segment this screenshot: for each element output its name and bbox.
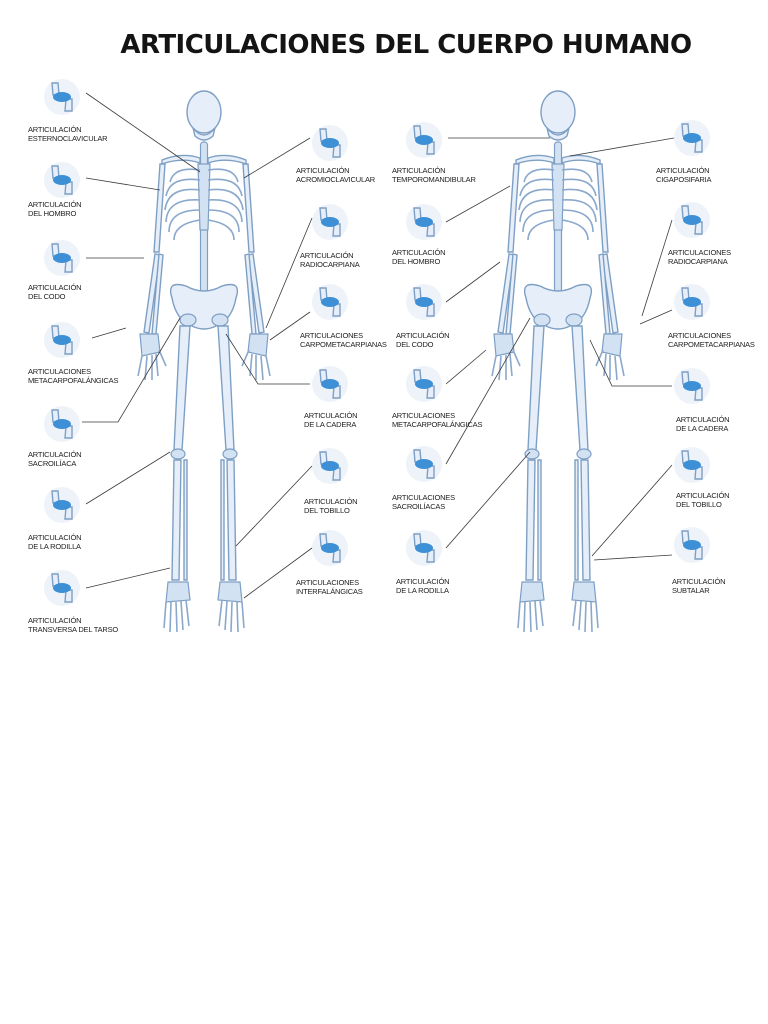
- ankle-joint-icon: [673, 446, 711, 484]
- shoulder-joint-icon: [43, 161, 81, 199]
- sacroiliac-joint-icon: [405, 445, 443, 483]
- leader-lines: [82, 92, 675, 599]
- wrist-joint-icon: [311, 203, 349, 241]
- hip-joint-icon: [311, 365, 349, 403]
- wrist-joint-icon: [673, 201, 711, 239]
- subtalar-joint-icon: [673, 526, 711, 564]
- hip-joint-icon: [673, 367, 711, 405]
- vertebra-joint-icon: [673, 119, 711, 157]
- hand-joints-icon: [311, 283, 349, 321]
- acromioclavicular-joint-icon: [311, 124, 349, 162]
- skull-joint-icon: [405, 121, 443, 159]
- hand-joints-icon: [43, 321, 81, 359]
- shoulder-joint-icon: [405, 203, 443, 241]
- hand-joints-icon: [405, 365, 443, 403]
- knee-joint-icon: [405, 529, 443, 567]
- posterior-skeleton: [491, 90, 625, 633]
- foot-joint-icon: [43, 569, 81, 607]
- anterior-skeleton: [137, 90, 271, 633]
- hand-joints-icon: [673, 283, 711, 321]
- sternoclavicular-joint-icon: [43, 78, 81, 116]
- elbow-joint-icon: [43, 239, 81, 277]
- toe-joints-icon: [311, 529, 349, 567]
- elbow-joint-icon: [405, 283, 443, 321]
- ankle-joint-icon: [311, 447, 349, 485]
- knee-joint-icon: [43, 486, 81, 524]
- page-title: ARTICULACIONES DEL CUERPO HUMANO: [120, 30, 692, 60]
- sacroiliac-joint-icon: [43, 405, 81, 443]
